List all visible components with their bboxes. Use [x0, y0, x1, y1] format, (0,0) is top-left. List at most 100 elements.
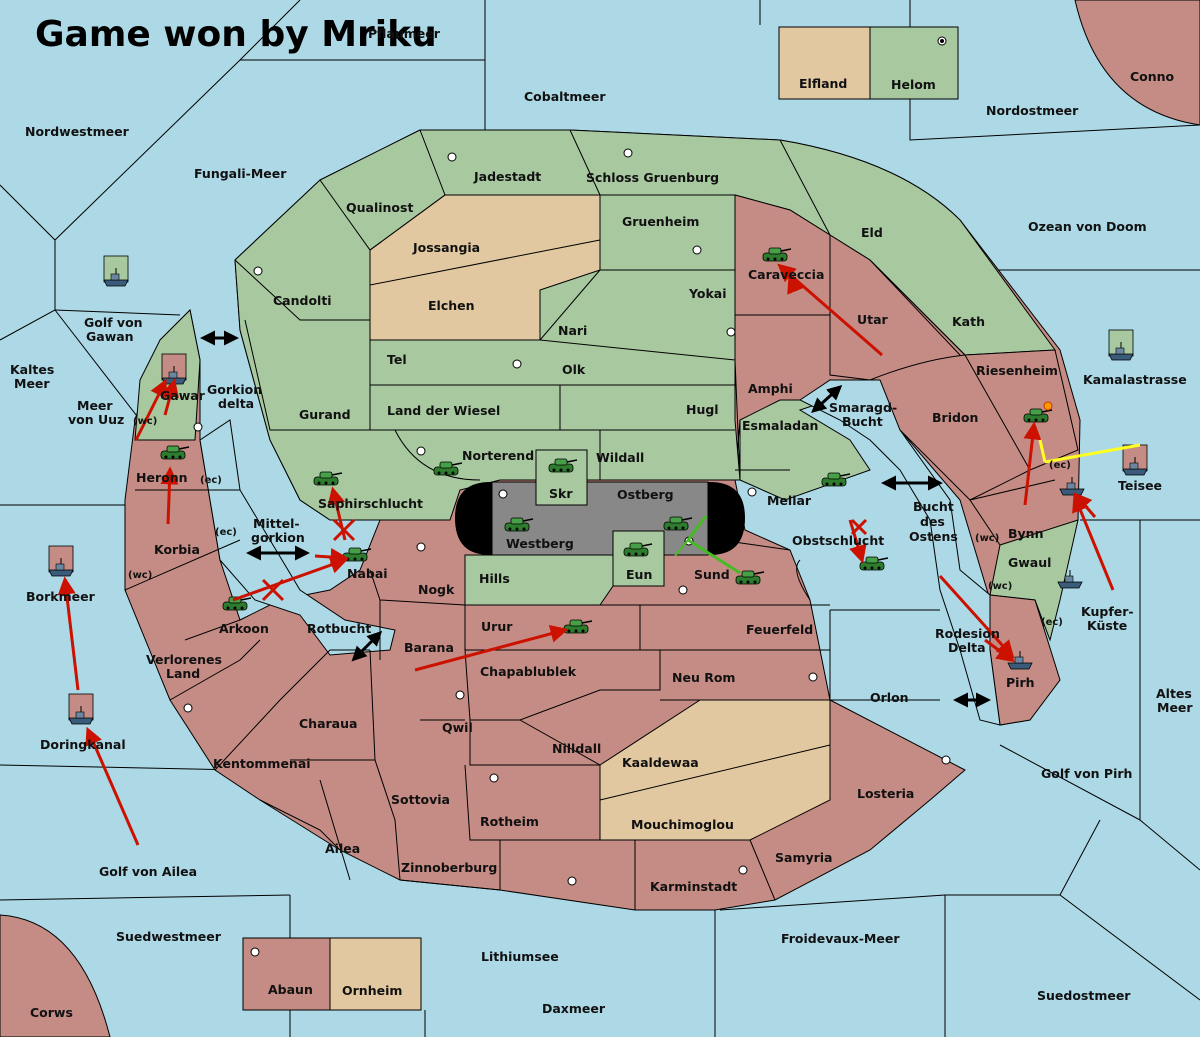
svg-text:Kamalastrasse: Kamalastrasse	[1083, 372, 1187, 387]
svg-text:Helom: Helom	[891, 77, 936, 92]
move-orders	[57, 263, 1115, 846]
svg-text:Arkoon: Arkoon	[219, 621, 269, 636]
svg-text:Rotbucht: Rotbucht	[307, 621, 371, 636]
svg-text:Golf von Pirh: Golf von Pirh	[1041, 766, 1132, 781]
label-smaragd-bucht: Smaragd-Bucht	[829, 400, 897, 429]
svg-text:Bridon: Bridon	[932, 410, 978, 425]
svg-text:Nilldall: Nilldall	[552, 741, 601, 756]
svg-text:Corws: Corws	[30, 1005, 73, 1020]
svg-text:Nogk: Nogk	[418, 582, 455, 597]
svg-text:Neu Rom: Neu Rom	[672, 670, 735, 685]
svg-text:Korbia: Korbia	[154, 542, 200, 557]
adjacency-arrows	[200, 330, 991, 708]
svg-text:Nabai: Nabai	[347, 566, 388, 581]
svg-text:Kaaldewaa: Kaaldewaa	[622, 755, 699, 770]
sea-smaragd-ostens[interactable]	[799, 379, 1001, 726]
svg-text:Land der Wiesel: Land der Wiesel	[387, 403, 500, 418]
fleet-teisee	[1122, 444, 1148, 476]
svg-text:Suedwestmeer: Suedwestmeer	[116, 929, 222, 944]
svg-text:Eun: Eun	[626, 567, 652, 582]
svg-text:Gawar: Gawar	[160, 388, 206, 403]
region-jossangia-elchen[interactable]	[369, 194, 601, 341]
svg-text:Saphirschlucht: Saphirschlucht	[318, 496, 423, 511]
svg-text:(wc): (wc)	[988, 581, 1012, 592]
svg-text:Candolti: Candolti	[273, 293, 332, 308]
svg-text:Froidevaux-Meer: Froidevaux-Meer	[781, 931, 900, 946]
svg-text:Tel: Tel	[387, 352, 407, 367]
svg-text:Daxmeer: Daxmeer	[542, 1001, 606, 1016]
svg-text:(ec): (ec)	[1041, 617, 1063, 628]
svg-text:Olk: Olk	[562, 362, 586, 377]
fleet-kamalastrasse	[1108, 329, 1134, 361]
svg-text:Charaua: Charaua	[299, 716, 357, 731]
svg-text:Jossangia: Jossangia	[412, 240, 480, 255]
svg-text:Kath: Kath	[952, 314, 985, 329]
svg-text:Chapablublek: Chapablublek	[480, 664, 577, 679]
svg-text:(wc): (wc)	[975, 533, 999, 544]
svg-text:Yokai: Yokai	[688, 286, 727, 301]
svg-text:Skr: Skr	[549, 486, 573, 501]
region-ostberg-westberg[interactable]	[491, 481, 709, 556]
svg-text:Esmaladan: Esmaladan	[742, 418, 818, 433]
svg-text:Hugl: Hugl	[686, 402, 719, 417]
svg-text:Urur: Urur	[481, 619, 513, 634]
svg-text:Gwaul: Gwaul	[1008, 555, 1051, 570]
svg-text:Qualinost: Qualinost	[346, 200, 413, 215]
svg-text:Borkmeer: Borkmeer	[26, 589, 96, 604]
region-ornheim[interactable]	[329, 937, 422, 1011]
svg-text:Kentommenai: Kentommenai	[213, 756, 311, 771]
svg-text:Pirh: Pirh	[1006, 675, 1035, 690]
svg-text:Utar: Utar	[857, 312, 889, 327]
svg-text:Teisee: Teisee	[1118, 478, 1162, 493]
svg-text:Heronn: Heronn	[136, 470, 188, 485]
svg-text:(ec): (ec)	[200, 475, 222, 486]
svg-text:Doringkanal: Doringkanal	[40, 737, 126, 752]
svg-text:Mouchimoglou: Mouchimoglou	[631, 817, 734, 832]
region-skr[interactable]	[535, 449, 588, 506]
label-kupfer-kueste: Kupfer-Küste	[1081, 604, 1134, 633]
label-mittel-gorkion: Mittel-gorkion	[251, 516, 305, 545]
coast-tags: (wc) (ec) (ec) (wc) (ec) (wc) (wc) (ec)	[128, 416, 1071, 628]
svg-text:(wc): (wc)	[133, 416, 157, 427]
svg-text:Rotheim: Rotheim	[480, 814, 539, 829]
svg-text:Conno: Conno	[1130, 69, 1175, 84]
svg-text:(ec): (ec)	[1049, 460, 1071, 471]
supply-centers	[183, 36, 951, 957]
support-yellow	[1044, 443, 1141, 464]
svg-text:Sottovia: Sottovia	[391, 792, 450, 807]
svg-text:Amphi: Amphi	[748, 381, 793, 396]
svg-text:Hills: Hills	[479, 571, 510, 586]
failed-orders	[261, 518, 868, 602]
svg-text:Losteria: Losteria	[857, 786, 914, 801]
svg-text:Eld: Eld	[861, 225, 883, 240]
fleet-golf-von-gawan	[103, 255, 129, 287]
svg-text:Mellar: Mellar	[767, 493, 812, 508]
svg-text:Nordwestmeer: Nordwestmeer	[25, 124, 130, 139]
svg-text:Nari: Nari	[558, 323, 587, 338]
svg-text:Barana: Barana	[404, 640, 454, 655]
svg-text:Gruenheim: Gruenheim	[622, 214, 699, 229]
svg-text:Zinnoberburg: Zinnoberburg	[401, 860, 497, 875]
region-borders	[124, 129, 1056, 910]
fleet-gawar	[161, 353, 187, 385]
svg-text:Pflaumeer: Pflaumeer	[368, 26, 441, 41]
svg-text:Jadestadt: Jadestadt	[473, 169, 541, 184]
svg-text:Norterend: Norterend	[462, 448, 534, 463]
region-hills[interactable]	[464, 554, 614, 606]
svg-text:Obstschlucht: Obstschlucht	[792, 533, 884, 548]
region-conno[interactable]	[1074, 0, 1200, 126]
svg-text:Lithiumsee: Lithiumsee	[481, 949, 559, 964]
region-elfland[interactable]	[778, 26, 871, 100]
svg-text:Sund: Sund	[694, 567, 730, 582]
fleet-doringkanal	[68, 693, 94, 725]
svg-text:Ostberg: Ostberg	[617, 487, 674, 502]
